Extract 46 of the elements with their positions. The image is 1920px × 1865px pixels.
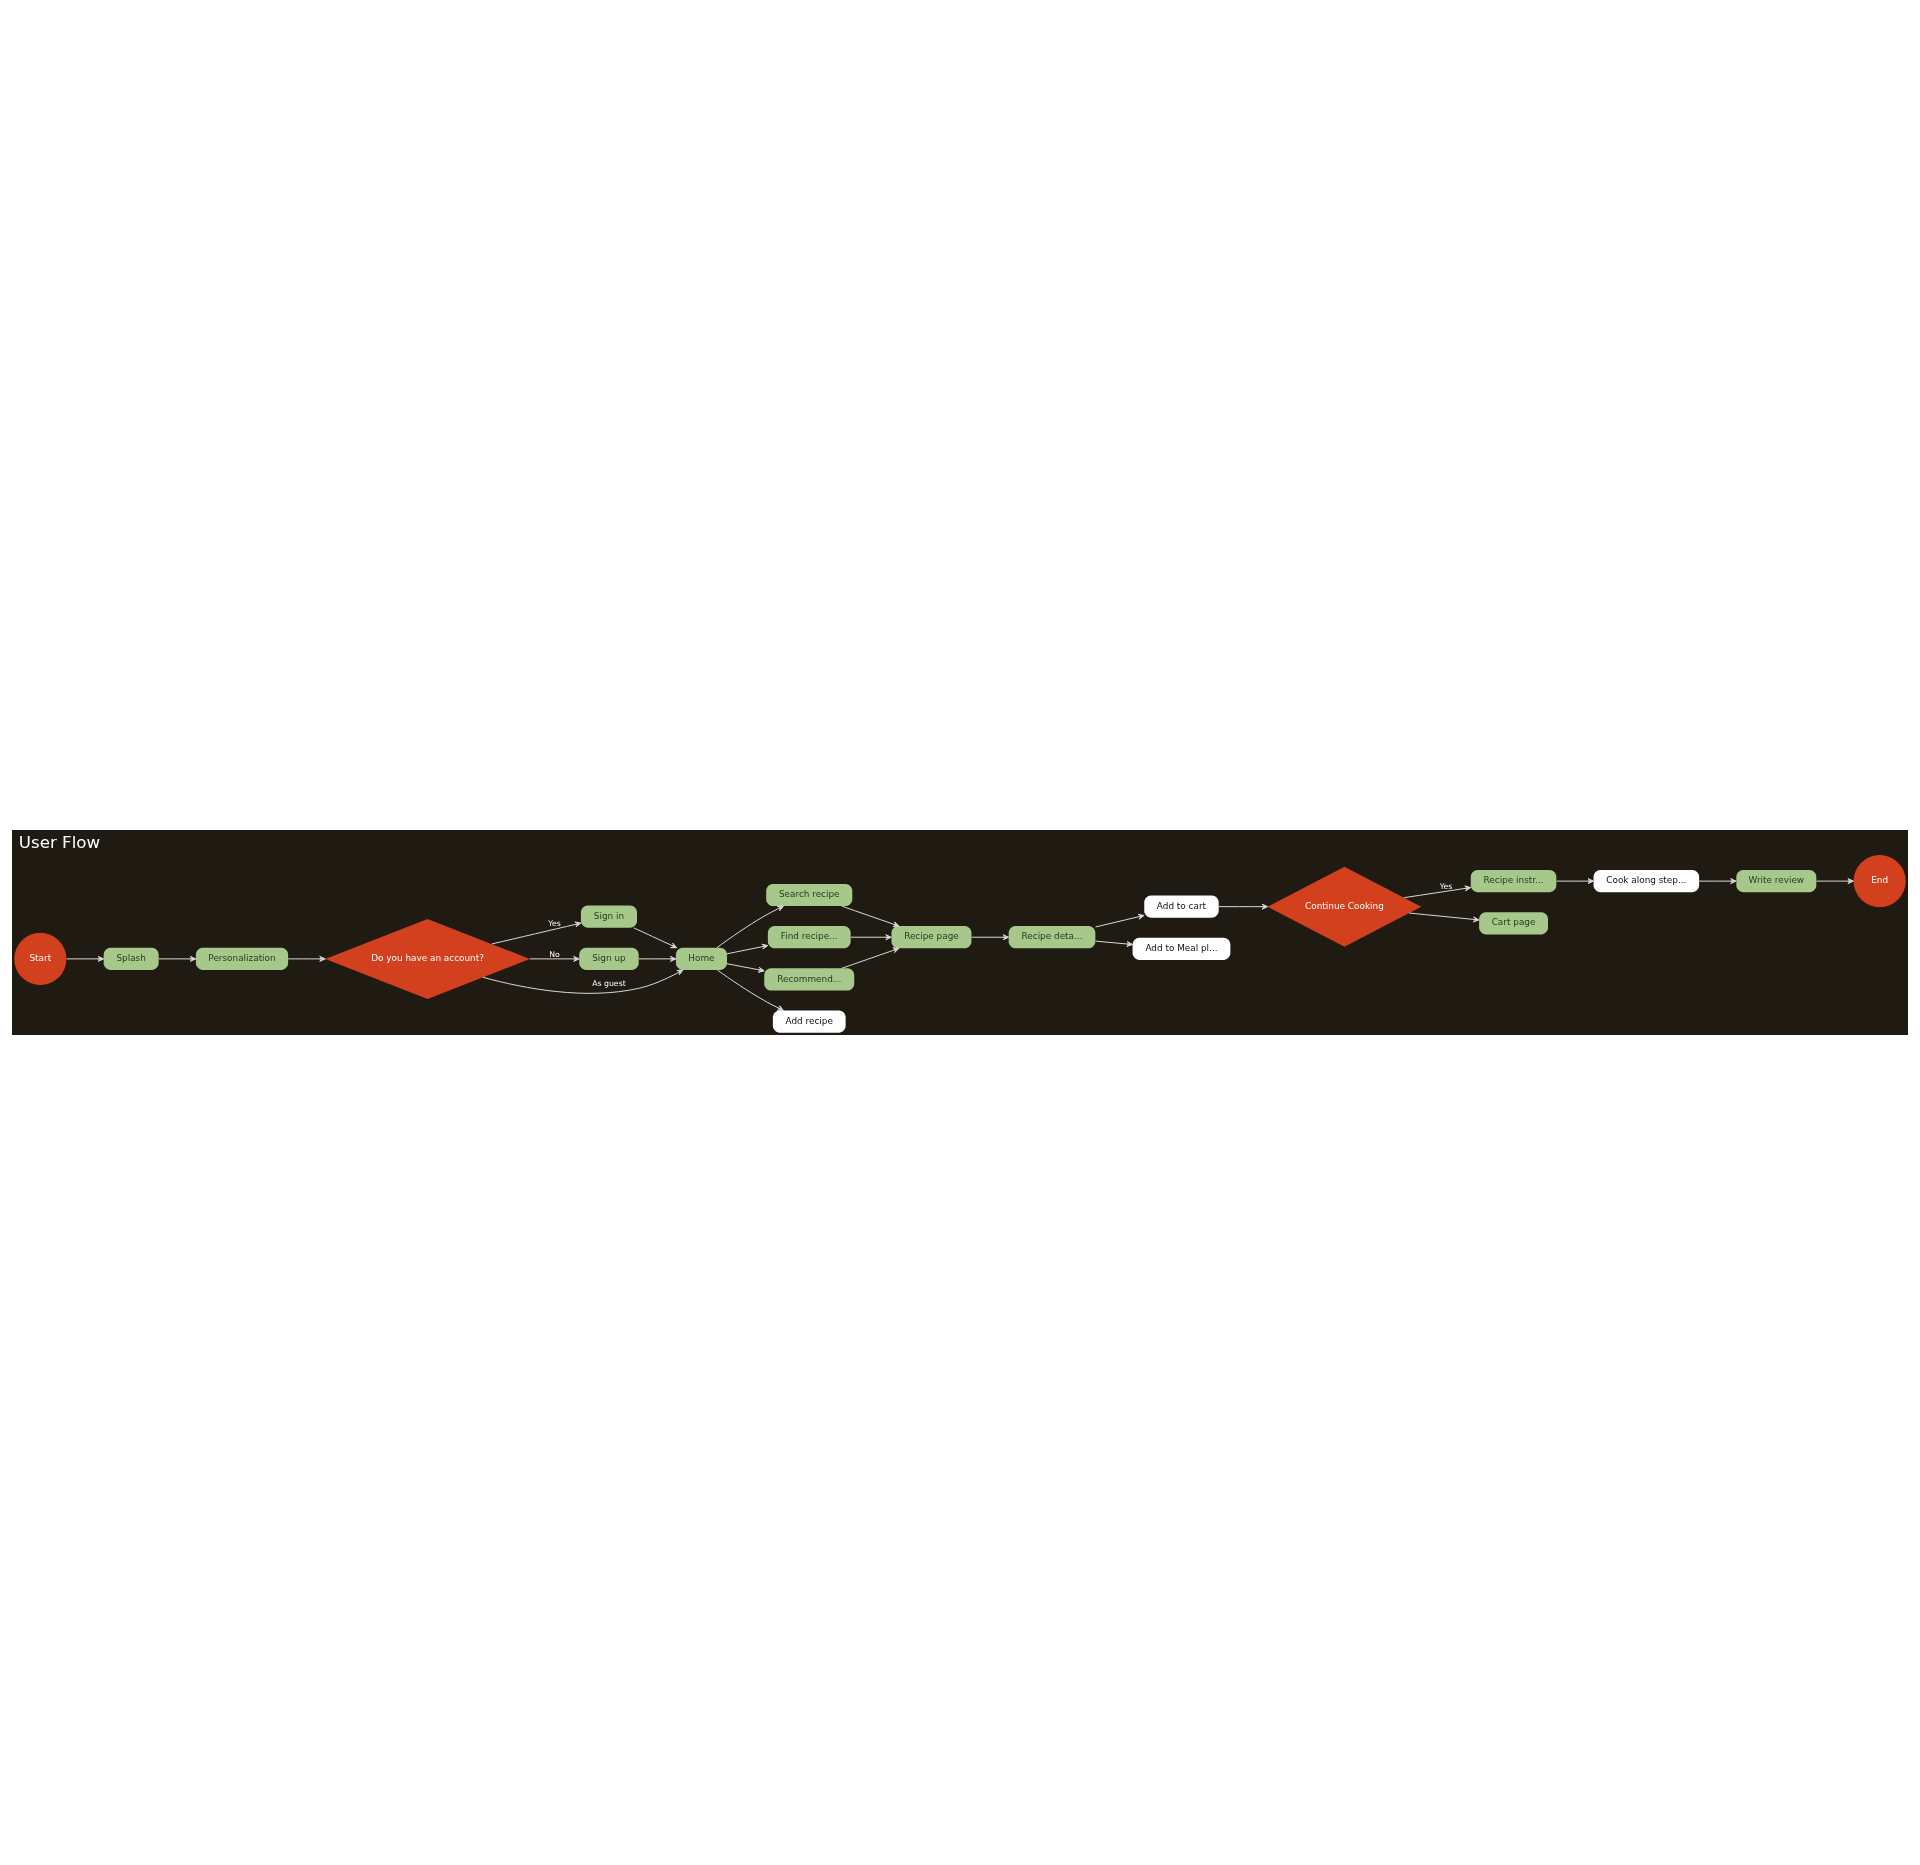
arrow bbox=[482, 969, 684, 994]
arrow bbox=[971, 934, 1010, 941]
node-box: Add to Meal pl... bbox=[1132, 937, 1231, 960]
node-box: Splash bbox=[103, 947, 159, 970]
node-box: Search recipe bbox=[766, 883, 853, 907]
arrow bbox=[1815, 878, 1854, 885]
node-diamond: Continue Cooking bbox=[1267, 866, 1422, 947]
node-box: Home bbox=[675, 947, 727, 970]
node-box: Recipe page bbox=[891, 926, 972, 949]
node-box: Recommend... bbox=[764, 968, 855, 991]
arrow bbox=[841, 905, 900, 928]
arrow bbox=[66, 955, 105, 962]
arrow bbox=[491, 921, 582, 945]
arrow bbox=[633, 927, 678, 949]
arrow bbox=[1698, 878, 1737, 885]
node-box: Find recipe... bbox=[767, 926, 851, 949]
node-box: Sign up bbox=[579, 947, 639, 970]
arrow bbox=[1218, 903, 1269, 910]
arrow bbox=[287, 955, 326, 962]
arrow bbox=[1403, 885, 1472, 899]
arrow bbox=[1556, 878, 1595, 885]
node-box: Cook along step... bbox=[1593, 870, 1700, 893]
arrow bbox=[1095, 913, 1145, 928]
arrow bbox=[1095, 940, 1133, 947]
node-box: Cart page bbox=[1479, 912, 1548, 935]
arrow bbox=[726, 943, 769, 955]
node-circle: End bbox=[1853, 855, 1906, 908]
node-box: Add recipe bbox=[772, 1010, 846, 1033]
arrow bbox=[1408, 912, 1480, 923]
arrow bbox=[726, 963, 765, 973]
arrow bbox=[716, 969, 784, 1011]
node-box: Sign in bbox=[580, 905, 637, 928]
node-box: Recipe deta... bbox=[1008, 926, 1096, 949]
arrow bbox=[841, 947, 900, 969]
arrow bbox=[716, 905, 784, 949]
arrow bbox=[158, 955, 197, 962]
node-box: Personalization bbox=[195, 947, 289, 970]
arrow bbox=[638, 955, 677, 962]
arrow bbox=[529, 955, 580, 962]
node-circle: Start bbox=[14, 932, 67, 985]
diagram-title: User Flow bbox=[18, 832, 101, 852]
node-diamond: Do you have an account? bbox=[325, 918, 530, 999]
node-box: Write review bbox=[1736, 870, 1817, 893]
node-box: Recipe instr... bbox=[1470, 870, 1557, 893]
arrow bbox=[850, 934, 892, 941]
node-box: Add to cart bbox=[1144, 895, 1219, 918]
